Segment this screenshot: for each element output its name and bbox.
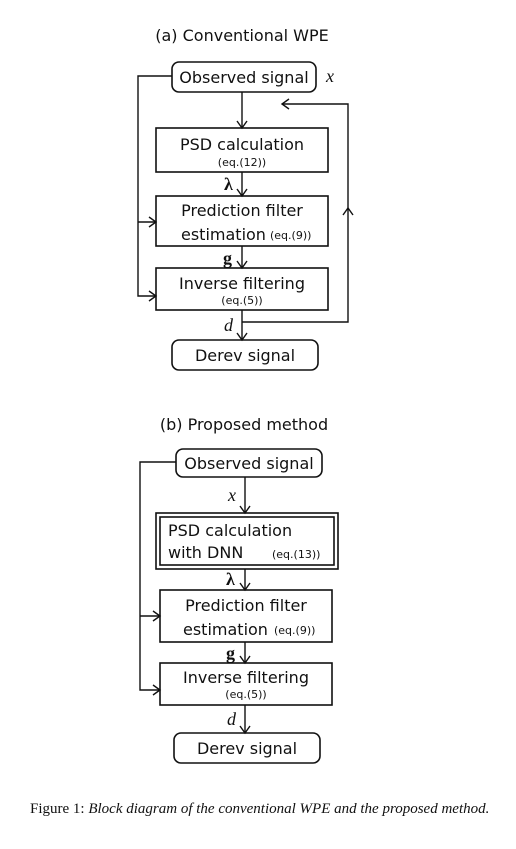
- panel-a-inv-label: Inverse filtering: [179, 274, 305, 293]
- panel-b-var-d: d: [227, 709, 237, 729]
- panel-b-var-x: x: [227, 485, 236, 505]
- panel-b-psd-line1: PSD calculation: [168, 521, 292, 540]
- panel-a-observed-box: [171, 61, 317, 93]
- panel-a-derev-box: [171, 339, 319, 371]
- panel-b-var-lambda: λ: [226, 569, 235, 589]
- panel-b-observed-box: [175, 448, 323, 478]
- panel-a: (a) Conventional WPE Observed signal x P…: [137, 26, 354, 371]
- panel-b-inv-label: Inverse filtering: [183, 668, 309, 687]
- panel-a-pred-line2: estimation: [181, 225, 266, 244]
- panel-a-inv-eq: (eq.(5)): [221, 294, 262, 307]
- caption-text: Block diagram of the conventional WPE an…: [88, 801, 490, 817]
- panel-a-var-d: d: [224, 315, 234, 335]
- panel-a-psd-label: PSD calculation: [180, 135, 304, 154]
- panel-b-pred-line1: Prediction filter: [185, 596, 307, 615]
- panel-a-var-g: g: [223, 248, 232, 268]
- panel-a-derev-label: Derev signal: [195, 346, 295, 365]
- panel-b-psd-line2: with DNN: [168, 543, 243, 562]
- panel-a-pred-line1: Prediction filter: [181, 201, 303, 220]
- panel-a-connectors: [137, 75, 354, 342]
- caption-label: Figure 1:: [30, 801, 85, 817]
- panel-b-observed-label: Observed signal: [184, 454, 313, 473]
- panel-b-inv-eq: (eq.(5)): [225, 688, 266, 701]
- panel-b: (b) Proposed method Observed signal x PS…: [139, 415, 339, 764]
- panel-b-pred-box: [159, 589, 333, 643]
- panel-b-psd-eq: (eq.(13)): [272, 548, 320, 561]
- panel-a-pred-eq: (eq.(9)): [270, 229, 311, 242]
- panel-b-derev-label: Derev signal: [197, 739, 297, 758]
- panel-a-inv-box: [155, 267, 329, 311]
- panel-a-title: (a) Conventional WPE: [155, 26, 329, 45]
- panel-a-psd-eq: (eq.(12)): [218, 156, 266, 169]
- panel-b-title: (b) Proposed method: [160, 415, 328, 434]
- panel-b-pred-line2: estimation: [183, 620, 268, 639]
- figure-caption: Figure 1: Block diagram of the conventio…: [30, 800, 490, 819]
- panel-b-derev-box: [173, 732, 321, 764]
- panel-a-observed-label: Observed signal: [179, 68, 308, 87]
- panel-a-psd-box: [155, 127, 329, 173]
- panel-b-psd-box-inner: [159, 516, 335, 566]
- panel-b-inv-box: [159, 662, 333, 706]
- panel-a-var-lambda: λ: [224, 174, 233, 194]
- panel-a-var-x: x: [325, 66, 334, 86]
- panel-b-pred-eq: (eq.(9)): [274, 624, 315, 637]
- panel-b-var-g: g: [226, 643, 235, 663]
- panel-b-connectors: [139, 461, 251, 735]
